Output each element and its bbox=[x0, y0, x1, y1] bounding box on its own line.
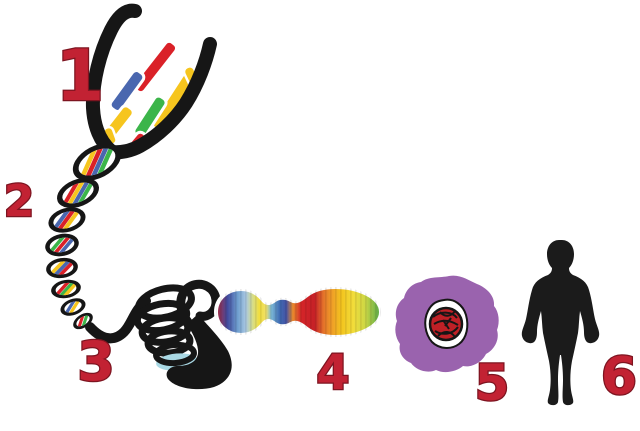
stage-2-marker: 2 bbox=[4, 176, 35, 227]
human-silhouette bbox=[521, 240, 600, 406]
cell-nucleus bbox=[395, 275, 499, 373]
stage-1-marker: 1 bbox=[56, 35, 105, 117]
chromatin-scribbles bbox=[432, 310, 459, 338]
dna-strand-left bbox=[85, 3, 142, 159]
dna-helix-chain bbox=[45, 142, 122, 330]
dna-strand-right bbox=[105, 37, 217, 160]
stage-5-marker: 5 bbox=[475, 354, 510, 412]
chromosome bbox=[213, 284, 384, 340]
stage-6-marker: 6 bbox=[601, 347, 637, 407]
dna-unzipped-helix bbox=[85, 3, 217, 160]
human-figure bbox=[521, 240, 600, 406]
fiber-blob bbox=[166, 314, 232, 390]
coil-over-disc bbox=[153, 341, 197, 367]
fiber-hook bbox=[176, 279, 221, 327]
stage-4-marker: 4 bbox=[316, 345, 349, 401]
chromosome-band-texture bbox=[216, 287, 381, 337]
stage-3-marker: 3 bbox=[77, 330, 115, 393]
fiber-spring-coil bbox=[133, 284, 195, 357]
supercoil-fiber bbox=[85, 279, 232, 390]
